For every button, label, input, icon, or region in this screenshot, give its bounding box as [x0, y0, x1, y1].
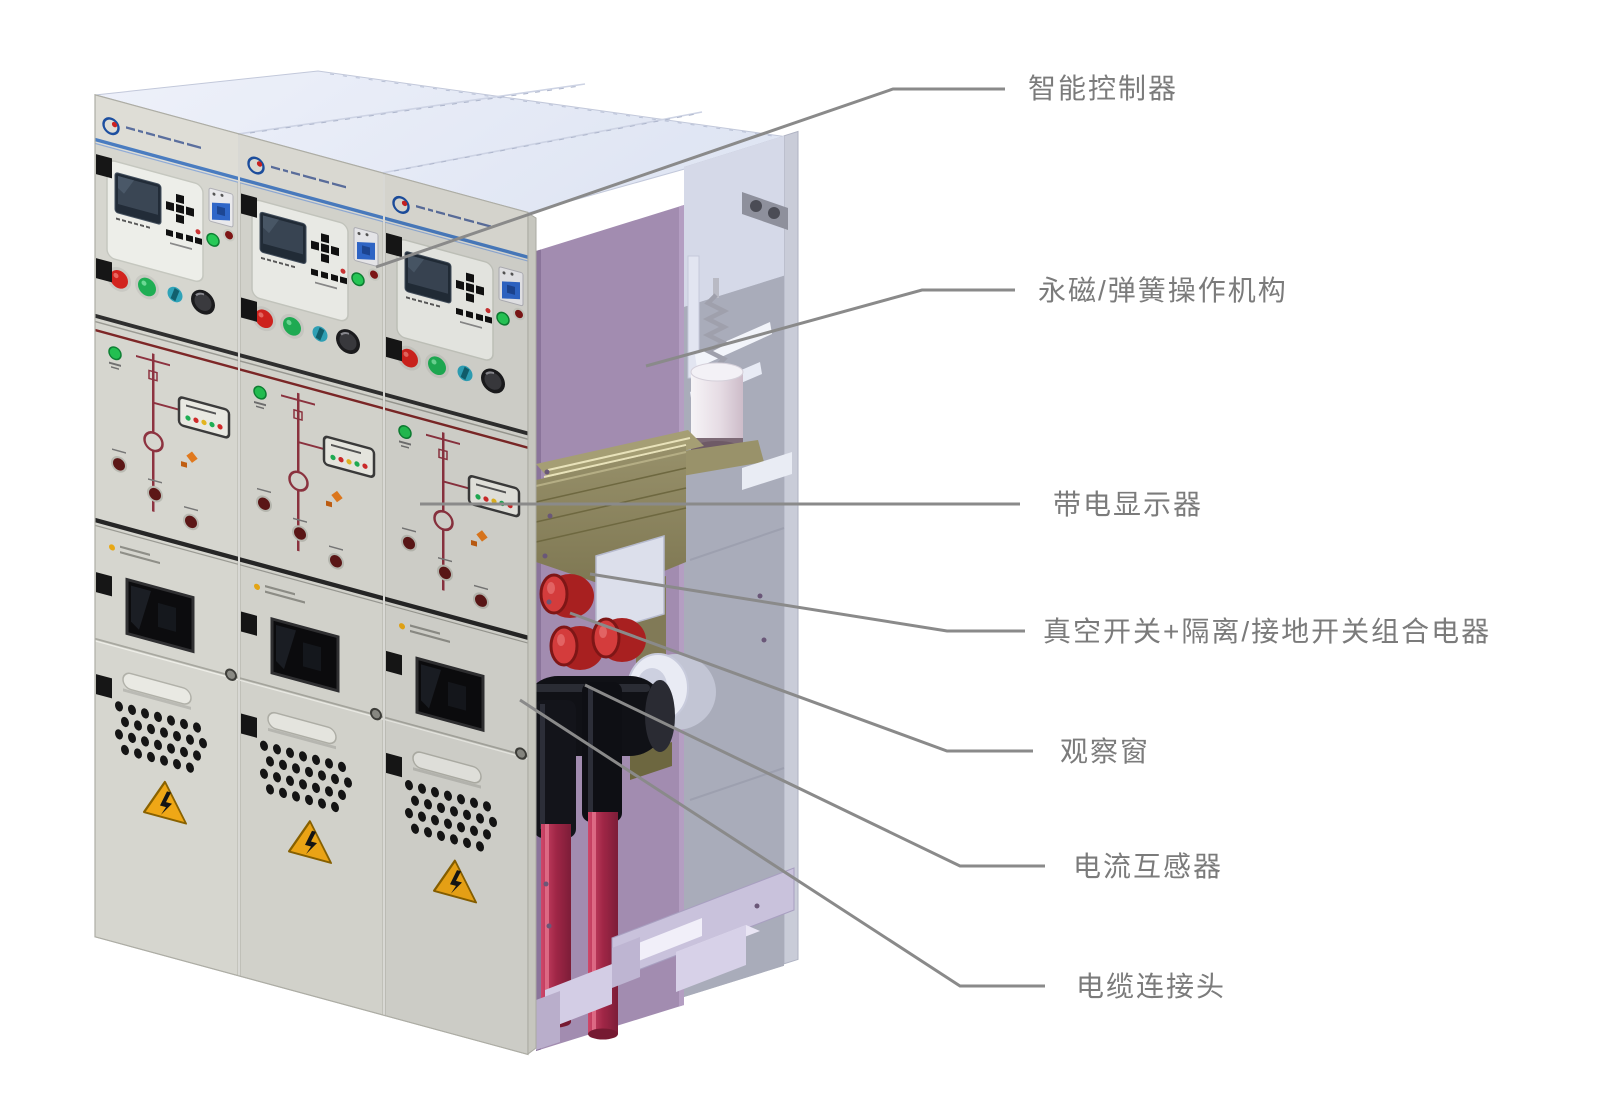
label-cable-connector: 电缆连接头: [1076, 971, 1226, 1002]
leader-line-cable-connector: [519, 698, 1045, 988]
annotation-labels: 智能控制器 永磁/弹簧操作机构 带电显示器 真空开关+隔离/接地开关组合电器 观…: [1028, 73, 1491, 1002]
leader-line-vacuum-switch-combo: [589, 572, 1025, 633]
interior-cutaway: [522, 130, 799, 1052]
label-operating-mechanism: 永磁/弹簧操作机构: [1038, 275, 1288, 306]
base-frame: [536, 867, 795, 1050]
leader-line-observation-window: [569, 611, 1033, 753]
operating-mechanism-actuator: [676, 278, 764, 476]
label-live-display: 带电显示器: [1053, 489, 1203, 520]
annotation-leaders: [375, 87, 1045, 988]
label-observation-window: 观察窗: [1060, 736, 1150, 767]
label-current-transformer: 电流互感器: [1073, 851, 1223, 882]
panel-1: [93, 93, 240, 978]
right-wall-edge: [783, 130, 799, 965]
label-vacuum-switch-combo: 真空开关+隔离/接地开关组合电器: [1043, 616, 1491, 647]
actuator-cylinder: [691, 372, 743, 450]
section-side-sliver: [527, 212, 537, 1055]
leader-line-current-transformer: [584, 683, 1045, 868]
label-smart-controller: 智能控制器: [1028, 73, 1178, 104]
spring: [702, 293, 730, 369]
front-panels: [93, 93, 537, 1057]
rivet-dots: [542, 469, 767, 929]
leader-line-operating-mechanism: [645, 288, 1015, 368]
leader-line-smart-controller: [375, 87, 1005, 269]
cabinet-top: [94, 70, 796, 214]
